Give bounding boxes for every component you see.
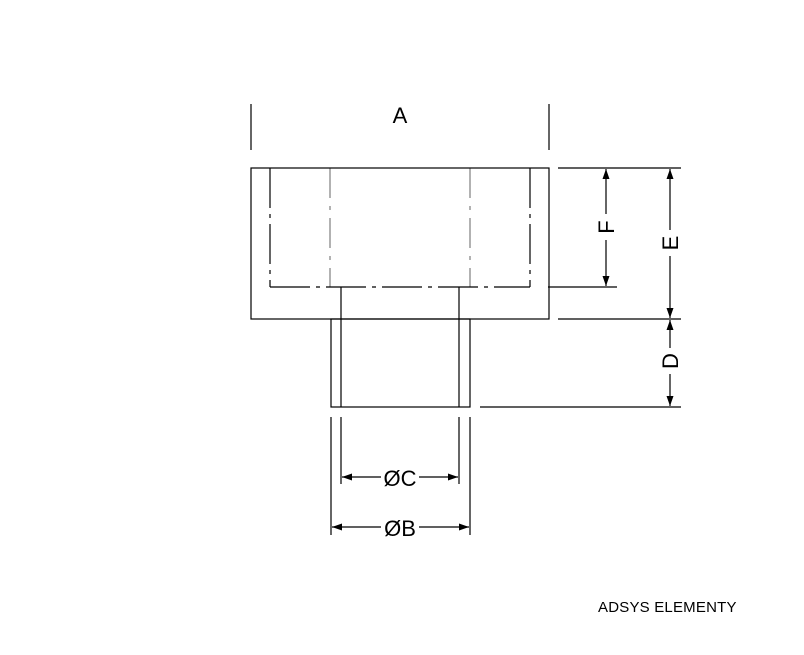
dim-d-label: D xyxy=(658,353,683,369)
dim-e-label: E xyxy=(658,236,683,251)
dim-f-label: F xyxy=(594,220,619,233)
dim-b-label: ØB xyxy=(384,516,416,541)
head-hidden-bore xyxy=(269,168,531,288)
dim-c-label: ØC xyxy=(384,466,417,491)
shank-outline xyxy=(330,318,471,408)
dim-a-label: A xyxy=(393,103,408,128)
company-name: ADSYS ELEMENTY xyxy=(598,599,737,616)
head-hidden-center-lines xyxy=(329,168,471,287)
head-outline xyxy=(250,167,550,320)
